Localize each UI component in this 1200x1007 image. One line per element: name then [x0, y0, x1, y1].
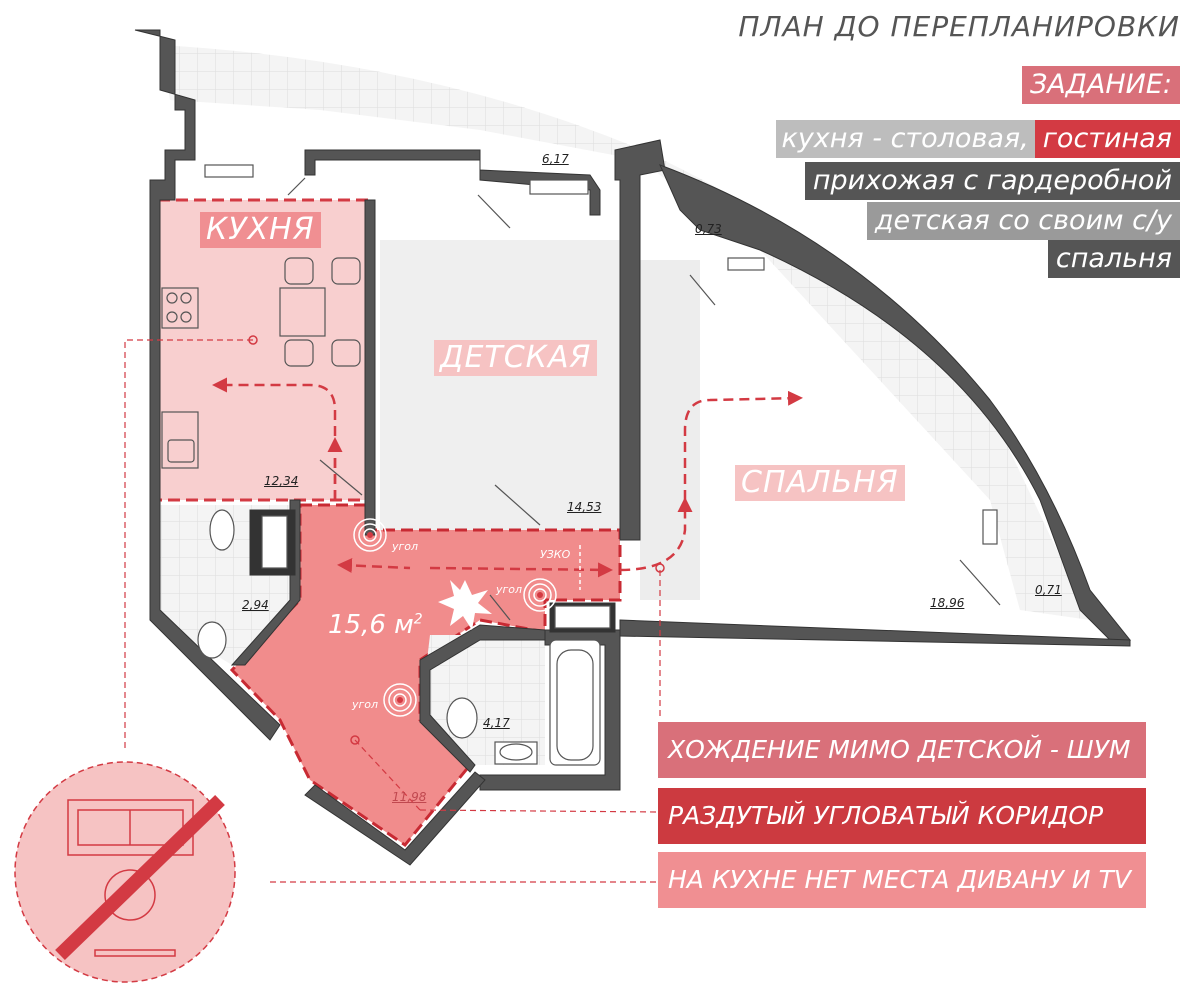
task-item-2: прихожая с гардеробной [804, 162, 1180, 200]
leader-lines [124, 339, 661, 883]
table-icon [104, 869, 156, 921]
task-item-4: спальня [1047, 240, 1180, 278]
hall-area [232, 505, 620, 845]
area-bedroom: 18,96 [930, 596, 965, 610]
narrow-label: УЗКО [540, 548, 571, 561]
room-label-bedroom: СПАЛЬНЯ [735, 465, 905, 501]
area-bath1: 2,94 [242, 598, 269, 612]
wall-shadow [380, 240, 620, 540]
page-title: ПЛАН ДО ПЕРЕПЛАНИРОВКИ [738, 10, 1180, 43]
no-sofa-tv-circle [14, 761, 236, 983]
noise-markers [353, 518, 557, 717]
corner-label-3: угол [352, 698, 379, 711]
room-label-kitchen: КУХНЯ [200, 212, 321, 248]
target-cores [367, 532, 543, 703]
note-noise: ХОЖДЕНИЕ МИМО ДЕТСКОЙ - ШУМ [658, 722, 1146, 778]
leader-dot-kitchen [248, 335, 258, 345]
corner-label-1: угол [392, 540, 419, 553]
task-item-3: детская со своим с/у [866, 202, 1180, 240]
corner-label-2: угол [496, 583, 523, 596]
hall-border [229, 503, 622, 848]
leader-dot-bedroom [655, 563, 665, 573]
hall-area-highlight: 15,6 м2 [328, 610, 423, 640]
tv-icon [94, 949, 176, 957]
task-item-1: кухня - столовая,гостиная [775, 120, 1180, 158]
area-balcony3: 0,71 [1035, 583, 1062, 597]
leader-dot-hall [350, 735, 360, 745]
fixtures [161, 164, 1001, 766]
hall-area-value: 15,6 м [328, 610, 414, 640]
noise-burst-icon [438, 580, 492, 630]
area-kids: 14,53 [567, 500, 602, 514]
task-label: ЗАДАНИЕ: [1021, 66, 1180, 104]
wall-shadow-2 [640, 260, 700, 600]
note-kitchen: НА КУХНЕ НЕТ МЕСТА ДИВАНУ И TV [658, 852, 1146, 908]
area-hall: 11,98 [392, 790, 427, 804]
area-bath2: 4,17 [483, 716, 510, 730]
hall-area-sup: 2 [413, 611, 423, 628]
area-kitchen: 12,34 [264, 474, 299, 488]
area-balcony1: 6,17 [542, 152, 569, 166]
room-label-kids: ДЕТСКАЯ [434, 340, 598, 376]
area-balcony2: 0,73 [695, 222, 722, 236]
task-item-1-a: кухня - столовая, [775, 120, 1035, 158]
task-item-1-b: гостиная [1034, 120, 1180, 158]
cross-out-icon [55, 794, 225, 961]
note-corridor: РАЗДУТЫЙ УГЛОВАТЫЙ КОРИДОР [658, 788, 1146, 844]
